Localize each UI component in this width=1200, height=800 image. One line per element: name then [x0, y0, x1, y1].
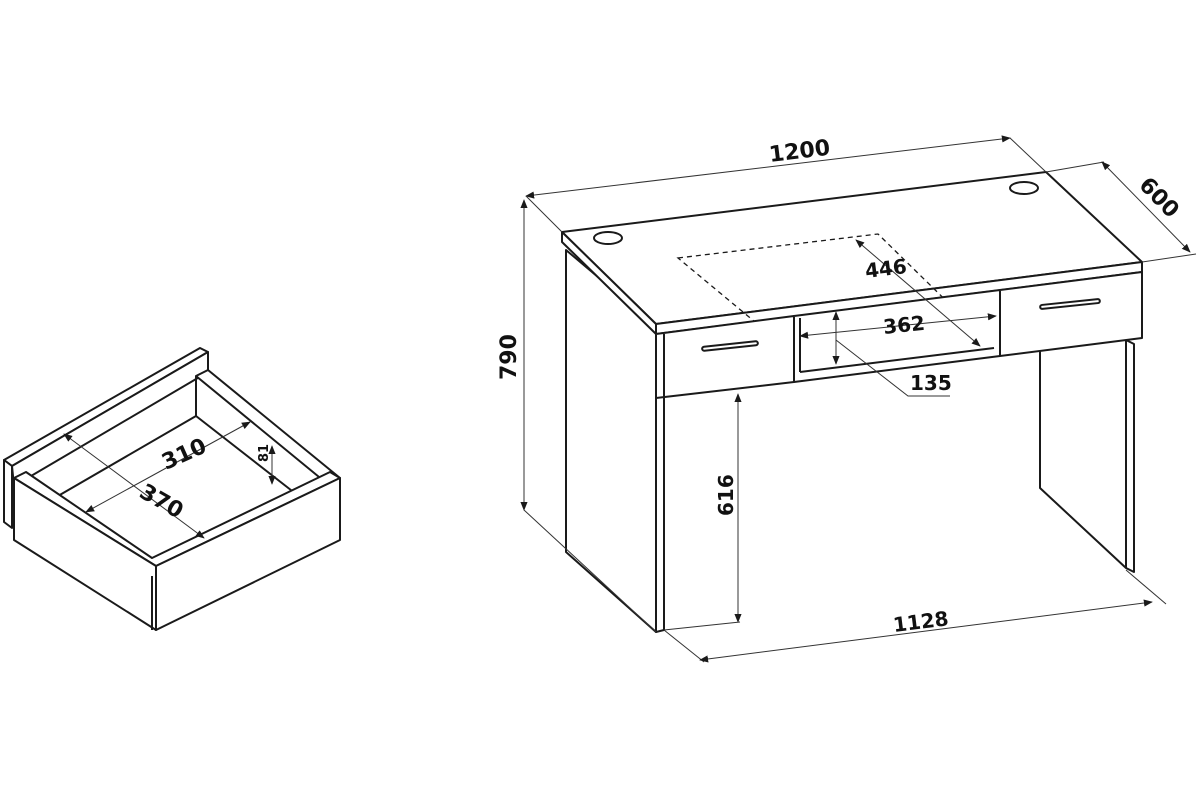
- drawer-front-right: [155, 477, 341, 631]
- right-drawer-handle: [1039, 298, 1101, 310]
- desk-right-drawer: [999, 271, 1143, 357]
- dim-drawer-depth: 370: [135, 480, 187, 525]
- span-ext-right: [1125, 569, 1167, 605]
- dim-leg-span: 1128: [892, 606, 950, 637]
- dim-shelf-height: 135: [910, 371, 952, 395]
- depth-dim-line: [1101, 161, 1191, 253]
- span-ext-left: [663, 629, 705, 663]
- span-dim-line: [699, 599, 1153, 663]
- dim-shelf-width: 362: [882, 311, 926, 339]
- drawer-depth-dim-line: [63, 433, 205, 539]
- dim-height: 790: [497, 334, 522, 380]
- clearance-ext-bottom: [663, 621, 741, 631]
- desk-drawing: 1200 600 790 616 1128 446 362 135: [497, 135, 1197, 663]
- drawer-right-side: [195, 369, 341, 487]
- dim-drawer-window: 446: [864, 254, 908, 283]
- desk-shelf-inner-edge: [799, 347, 995, 373]
- dim-drawer-height: 81: [257, 444, 272, 462]
- dim-leg-clearance: 616: [714, 474, 738, 516]
- drawer-inner-edge-right: [195, 415, 297, 495]
- drawer-drawing: 310 370 81: [3, 347, 341, 631]
- height-ext-bottom: [523, 509, 657, 633]
- width-dim-line: [525, 135, 1011, 199]
- depth-ext-top: [1045, 161, 1105, 173]
- shelf-height-leader: [835, 339, 950, 397]
- width-ext-right: [1009, 137, 1047, 173]
- dim-width: 1200: [768, 136, 832, 168]
- dim-depth: 600: [1134, 173, 1184, 223]
- drawer-back-panel-front: [3, 459, 13, 529]
- depth-ext-bottom: [1141, 253, 1197, 263]
- left-drawer-handle: [701, 340, 759, 352]
- cable-hole-left: [593, 231, 623, 245]
- width-ext-left: [525, 195, 563, 233]
- desk-right-leg: [1039, 339, 1135, 573]
- dim-drawer-width: 310: [158, 434, 210, 476]
